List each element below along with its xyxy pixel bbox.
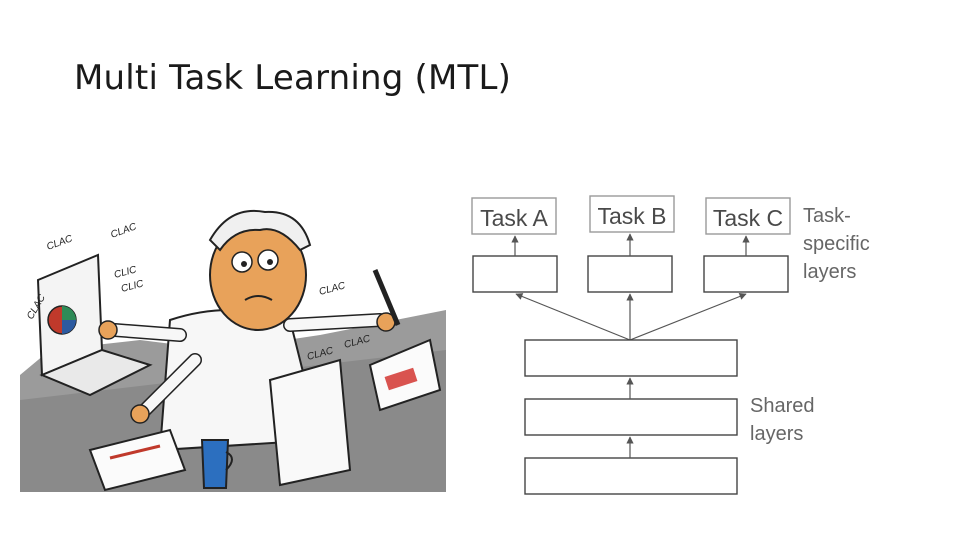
- shared-layer-middle: [524, 398, 738, 436]
- shared-note-line2: layers: [750, 423, 803, 445]
- task-b-label: Task B: [597, 203, 666, 229]
- task-c-layer: [703, 255, 789, 293]
- shared-note: Shared layers: [750, 395, 815, 445]
- task-c-box: [705, 197, 791, 235]
- task-b-layer: [587, 255, 673, 293]
- sound-clic-2: CLIC: [120, 278, 146, 295]
- task-specific-note: Task- specific layers: [803, 205, 870, 283]
- slide-title: Multi Task Learning (MTL): [74, 58, 512, 98]
- shared-note-line1: Shared: [750, 395, 815, 417]
- sound-clic-1: CLIC: [113, 264, 139, 281]
- shared-layer-bottom: [524, 457, 738, 495]
- arrow-shared-to-c: [629, 293, 747, 341]
- arrow-shared-to-a: [515, 293, 631, 341]
- task-b-box: [589, 195, 675, 233]
- task-a-layer: [472, 255, 558, 293]
- task-a: Task A: [471, 197, 557, 235]
- task-a-box: [471, 197, 557, 235]
- shared-layer-top: [524, 339, 738, 377]
- front-laptop: [268, 358, 352, 487]
- task-specific-note-line1: Task-: [803, 205, 851, 227]
- sound-clac-1: CLAC: [45, 233, 75, 253]
- task-c: Task C: [705, 197, 791, 235]
- task-c-label: Task C: [713, 205, 783, 231]
- task-specific-note-line3: layers: [803, 261, 856, 283]
- task-specific-note-line2: specific: [803, 233, 870, 255]
- task-a-label: Task A: [480, 205, 548, 231]
- sound-clac-2: CLAC: [109, 221, 139, 241]
- mtl-diagram: Task A Task B Task C Task- specific laye…: [471, 195, 870, 495]
- left-laptop: [36, 253, 153, 397]
- multitasking-illustration: CLAC CLAC CLIC CLIC CLAC CLAC CLAC CLAC: [20, 209, 446, 492]
- task-b: Task B: [589, 195, 675, 233]
- sound-clac-3: CLAC: [318, 280, 347, 298]
